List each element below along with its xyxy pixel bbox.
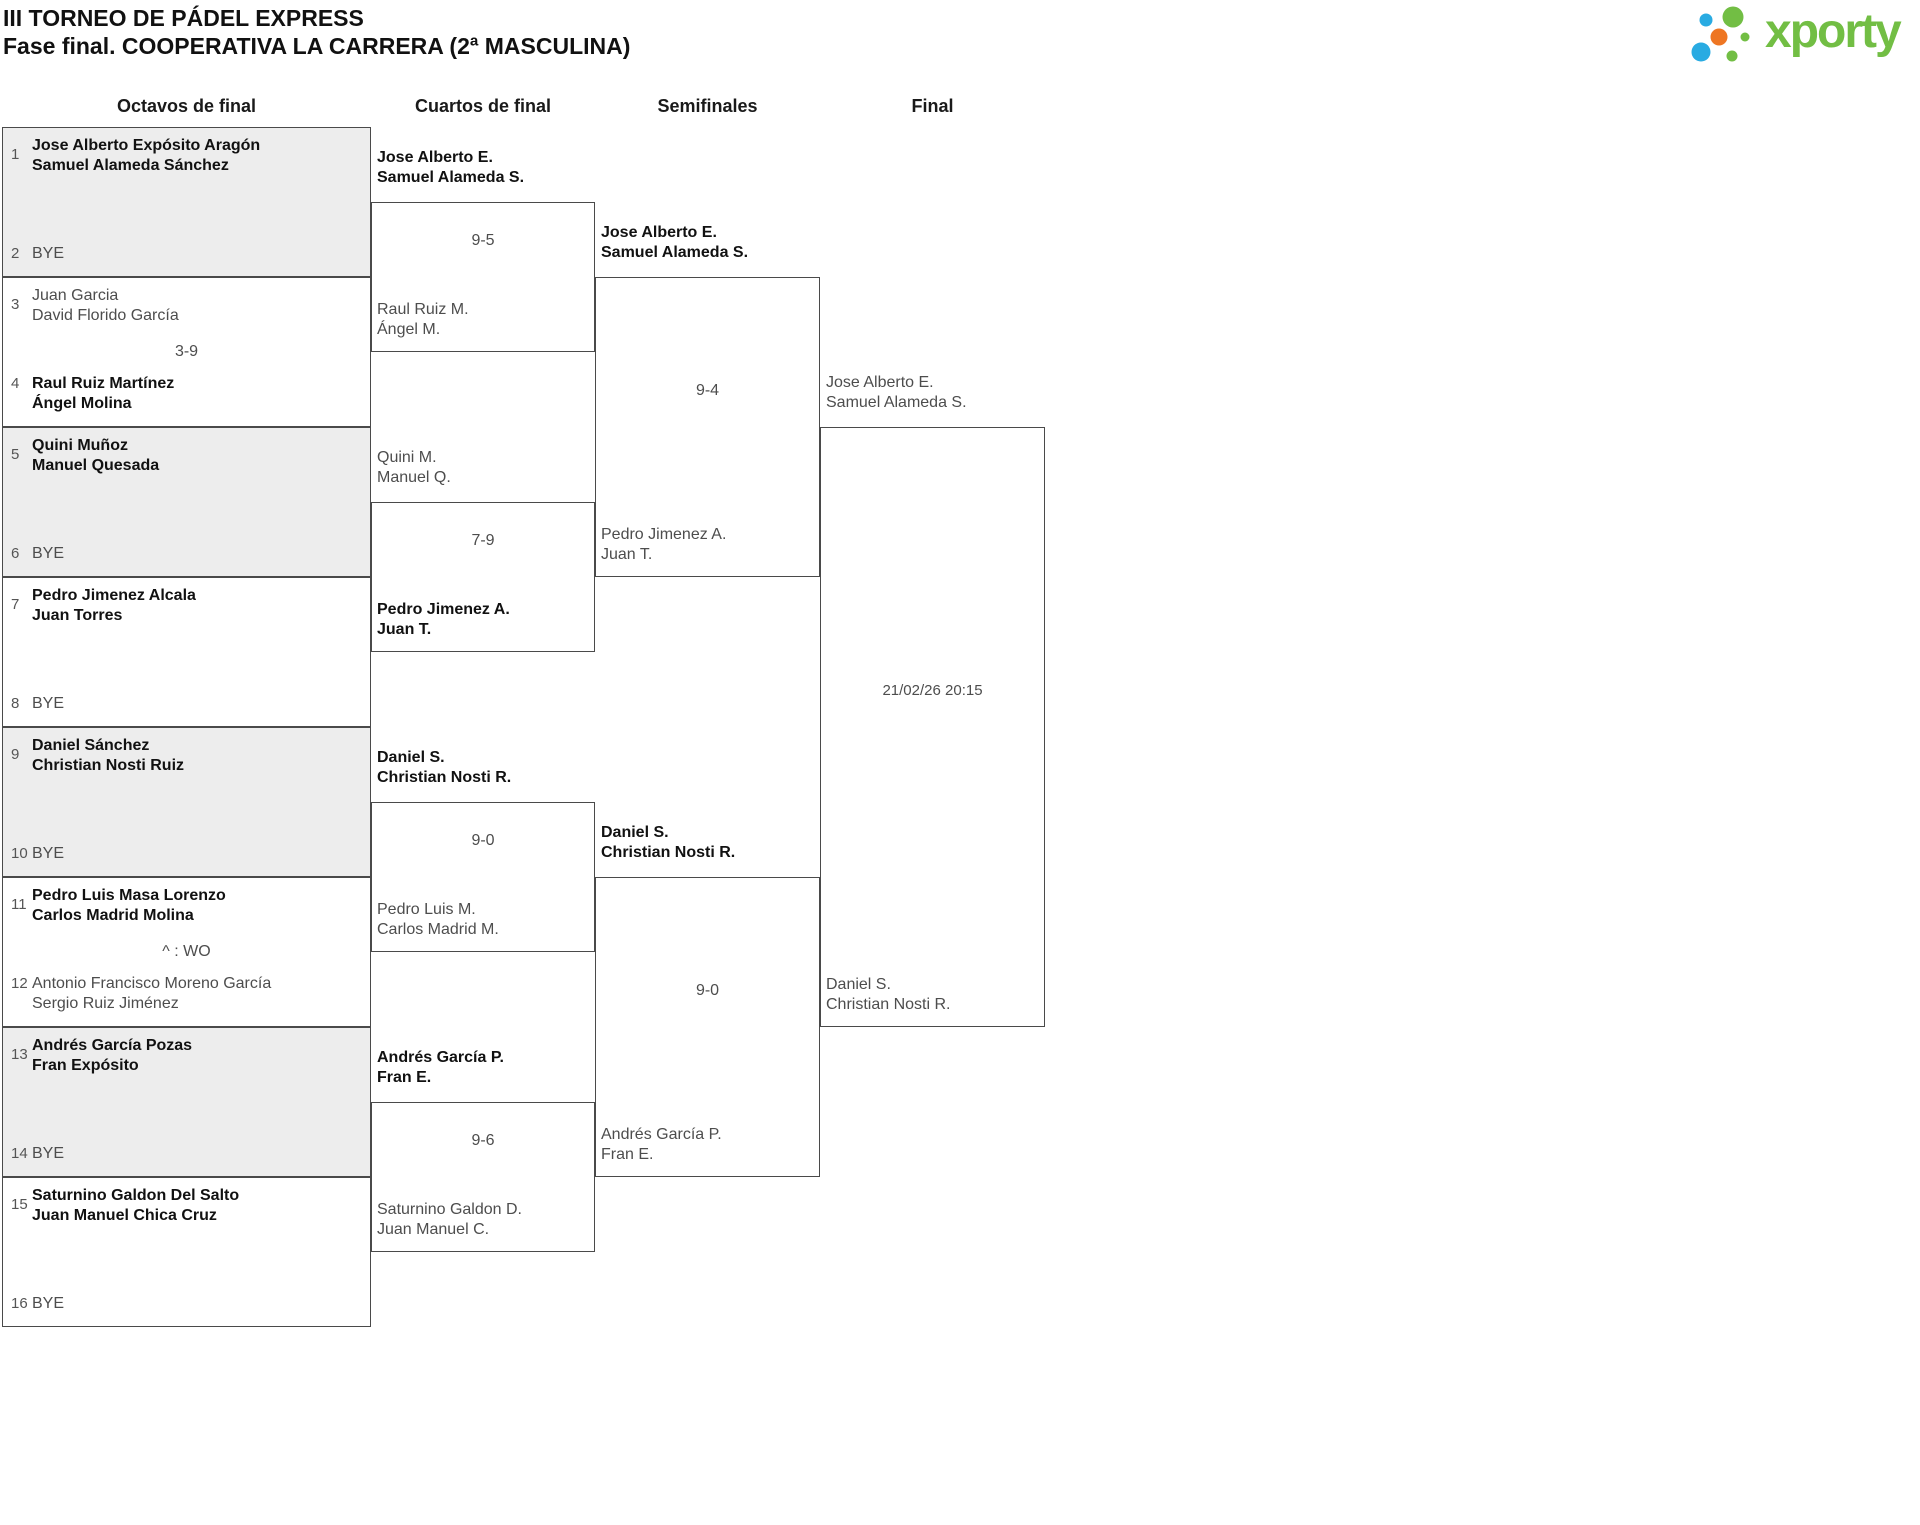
- page-title: III TORNEO DE PÁDEL EXPRESS: [3, 5, 364, 31]
- r16-m7-bottom-slot: 14 BYE: [3, 1144, 370, 1176]
- sf2-score: 9-0: [695, 982, 720, 999]
- seed-number: 13: [11, 1046, 28, 1063]
- r16-m3-bottom-slot: 6 BYE: [3, 544, 370, 576]
- seed-number: 16: [11, 1295, 28, 1312]
- qf4-top-names: Andrés García P.Fran E.: [377, 1049, 504, 1086]
- sf1-top-names: Jose Alberto E.Samuel Alameda S.: [601, 224, 749, 261]
- r16-m1-bottom-slot: 2 BYE: [3, 244, 370, 276]
- seed-number: 3: [11, 296, 20, 313]
- final-bottom-names: Daniel S.Christian Nosti R.: [826, 976, 951, 1013]
- qf2-top-names: Quini M.Manuel Q.: [377, 449, 451, 486]
- title-block: III TORNEO DE PÁDEL EXPRESS Fase final. …: [3, 4, 630, 60]
- seed-number: 2: [11, 245, 20, 262]
- seed-number: 15: [11, 1196, 28, 1213]
- qf4-score: 9-6: [471, 1132, 495, 1149]
- round-header-semifinales: Semifinales: [657, 96, 758, 116]
- match-score: ^ : WO: [162, 943, 211, 960]
- sf2-top-names: Daniel S.Christian Nosti R.: [601, 824, 736, 861]
- round-header-cuartos: Cuartos de final: [414, 96, 552, 116]
- qf1-bottom-names: Raul Ruiz M.Ángel M.: [377, 301, 469, 338]
- final-top-names: Jose Alberto E.Samuel Alameda S.: [826, 374, 967, 411]
- r16-m8-bottom-slot: 16 BYE: [3, 1294, 370, 1326]
- seed-number: 11: [11, 896, 27, 913]
- round-header-octavos: Octavos de final: [116, 96, 257, 116]
- qf3-bottom-names: Pedro Luis M.Carlos Madrid M.: [377, 901, 499, 938]
- sf1-bottom-names: Pedro Jimenez A.Juan T.: [601, 526, 727, 563]
- logo-dots-icon: [1690, 4, 1762, 71]
- participant-names: BYE: [32, 695, 65, 712]
- qf2-bottom-names: Pedro Jimenez A.Juan T.: [377, 601, 510, 638]
- r16-m5-bottom-slot: 10 BYE: [3, 844, 370, 876]
- participant-names: BYE: [32, 1295, 65, 1312]
- sf1-match-box: [595, 277, 820, 577]
- final-datetime: 21/02/26 20:15: [882, 682, 983, 699]
- xporty-logo[interactable]: xporty: [1690, 4, 1902, 71]
- seed-number: 8: [11, 695, 20, 712]
- seed-number: 7: [11, 596, 20, 613]
- sf2-match-box: [595, 877, 820, 1177]
- qf4-match-box: [371, 1102, 595, 1252]
- seed-number: 6: [11, 545, 20, 562]
- participant-names: BYE: [32, 845, 65, 862]
- qf1-score: 9-5: [471, 232, 495, 249]
- logo-text: xporty: [1765, 5, 1902, 58]
- r16-m4-bottom-slot: 8 BYE: [3, 694, 370, 726]
- qf3-top-names: Daniel S.Christian Nosti R.: [377, 749, 512, 786]
- seed-number: 5: [11, 446, 20, 463]
- sf1-score: 9-4: [695, 382, 720, 399]
- participant-names: BYE: [32, 545, 65, 562]
- match-score: 3-9: [174, 343, 199, 360]
- seed-number: 14: [11, 1145, 28, 1162]
- sf2-bottom-names: Andrés García P.Fran E.: [601, 1126, 722, 1163]
- seed-number: 10: [11, 845, 28, 862]
- qf3-match-box: [371, 802, 595, 952]
- round-header-final: Final: [911, 96, 954, 116]
- qf1-match-box: [371, 202, 595, 352]
- seed-number: 9: [11, 746, 20, 763]
- qf3-score: 9-0: [471, 832, 495, 849]
- page-subtitle: Fase final. COOPERATIVA LA CARRERA (2ª M…: [3, 33, 631, 59]
- qf1-top-names: Jose Alberto E.Samuel Alameda S.: [377, 149, 525, 186]
- seed-number: 12: [11, 975, 28, 992]
- final-match-box: [820, 427, 1045, 1027]
- qf4-bottom-names: Saturnino Galdon D.Juan Manuel C.: [377, 1201, 522, 1238]
- seed-number: 1: [11, 146, 20, 163]
- qf2-match-box: [371, 502, 595, 652]
- participant-names: BYE: [32, 245, 65, 262]
- qf2-score: 7-9: [471, 532, 495, 549]
- participant-names: BYE: [32, 1145, 65, 1162]
- seed-number: 4: [11, 375, 20, 392]
